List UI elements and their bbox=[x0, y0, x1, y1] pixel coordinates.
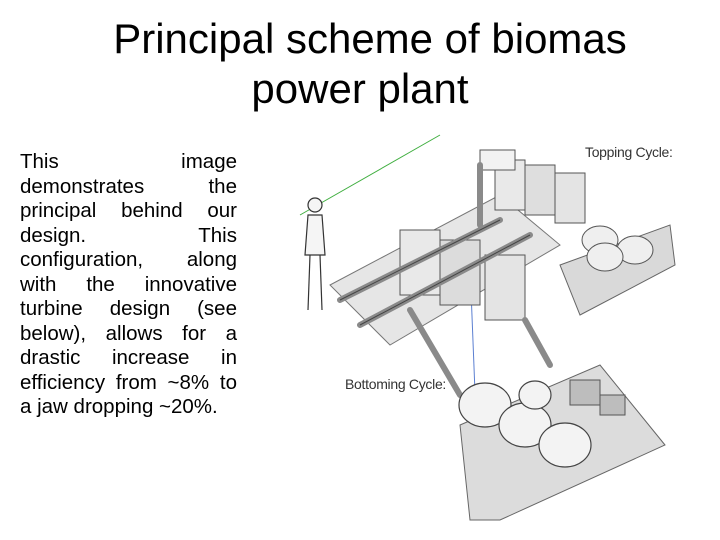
slide-title: Principal scheme of biomas power plant bbox=[0, 14, 720, 114]
green-axis-line bbox=[299, 134, 441, 216]
pipe-outline bbox=[339, 219, 531, 326]
topping-cycle-label: Topping Cycle: bbox=[585, 144, 673, 160]
topping-turbines bbox=[581, 225, 654, 272]
power-plant-diagram bbox=[299, 134, 676, 521]
title-line-2: power plant bbox=[251, 65, 469, 112]
topping-boilers bbox=[479, 149, 586, 224]
bottoming-cycle-label: Bottoming Cycle: bbox=[345, 376, 447, 392]
bottoming-turbines bbox=[458, 380, 592, 468]
title-line-1: Principal scheme of biomas bbox=[113, 15, 627, 62]
person-figure bbox=[304, 197, 326, 311]
description-text: This image demonstrates the principal be… bbox=[20, 150, 237, 418]
bottoming-machinery bbox=[569, 379, 626, 416]
